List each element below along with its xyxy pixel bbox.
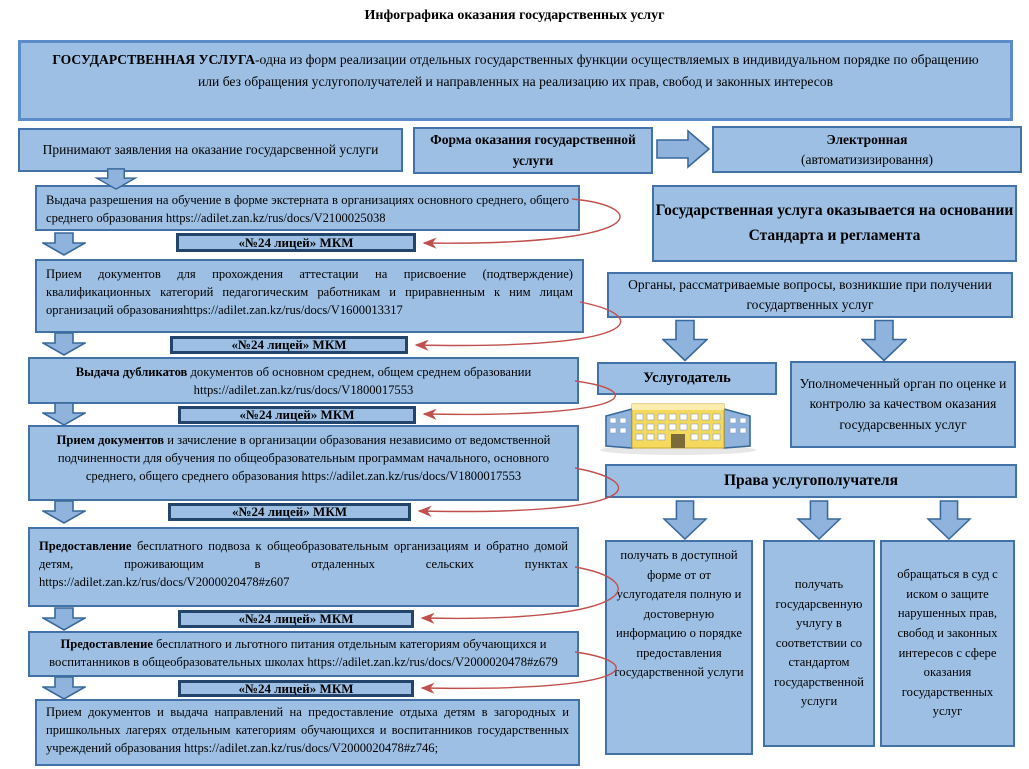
- mkm-label-1: «№24 лицей» МКМ: [176, 233, 416, 252]
- standard-basis-box: Государственная услуга оказывается на ос…: [652, 185, 1017, 262]
- right-info-text: получать в доступной форме от от услугод…: [614, 548, 744, 680]
- mkm-label-5: «№24 лицей» МКМ: [178, 610, 414, 628]
- mkm-label-6: «№24 лицей» МКМ: [178, 680, 414, 697]
- recipient-rights-box: Права услугополучателя: [605, 464, 1017, 498]
- mkm-text: «№24 лицей» МКМ: [231, 504, 348, 519]
- service-text: документов об основном среднем, общем ср…: [187, 365, 532, 397]
- electronic-form-title: Электронная: [826, 132, 908, 147]
- accept-applications-label: Принимают заявления на оказание государс…: [42, 141, 379, 157]
- school-building-image: [600, 403, 756, 455]
- down-arrow-icon: [42, 500, 86, 524]
- service-bold-lead: Прием документов: [56, 433, 165, 447]
- definition-term: ГОСУДАРСТВЕННАЯ УСЛУГА: [52, 52, 256, 67]
- standard-basis-label: Государственная услуга оказывается на ос…: [655, 201, 1014, 244]
- service-box-enrollment: Прием документов и зачисление в организа…: [28, 425, 579, 501]
- mkm-text: «№24 лицей» МКМ: [238, 234, 354, 250]
- down-arrow-icon: [926, 500, 972, 540]
- service-provider-label: Услугодатель: [643, 370, 731, 386]
- service-box-transport: Предоставление бесплатного подвоза к общ…: [28, 527, 579, 607]
- service-box-camps: Прием документов и выдача направлений на…: [35, 699, 580, 766]
- down-arrow-icon: [42, 676, 86, 700]
- page-title: Инфографика оказания государственных усл…: [364, 8, 665, 23]
- down-arrow-icon: [42, 402, 86, 426]
- definition-text: -одна из форм реализации отдельных госуд…: [197, 52, 979, 89]
- organs-label: Органы, рассматриваемые вопросы, возникш…: [628, 276, 992, 312]
- service-text: и зачисление в организации образования н…: [57, 433, 551, 483]
- right-standard-box: получать государсвенную учлугу в соответ…: [763, 540, 875, 747]
- service-form-box: Форма оказания государственной услуги: [413, 127, 653, 174]
- mkm-label-3: «№24 лицей» МКМ: [178, 406, 416, 424]
- service-bold-lead: Предоставление: [60, 637, 153, 651]
- service-text: Прием документов для прохождения аттеста…: [46, 267, 573, 317]
- down-arrow-icon: [93, 168, 139, 190]
- service-text: Выдача разрешения на обучение в форме эк…: [46, 193, 569, 225]
- mkm-text: «№24 лицей» МКМ: [238, 680, 354, 696]
- down-arrow-icon: [662, 319, 708, 362]
- service-text: Прием документов и выдача направлений на…: [46, 705, 569, 755]
- recipient-rights-label: Права услугополучателя: [723, 471, 898, 489]
- service-bold-lead: Предоставление: [39, 539, 132, 553]
- down-arrow-icon: [42, 332, 86, 356]
- mkm-text: «№24 лицей» МКМ: [231, 337, 347, 352]
- service-bold-lead: Выдача дубликатов: [75, 365, 188, 379]
- down-arrow-icon: [42, 232, 86, 256]
- definition-box: ГОСУДАРСТВЕННАЯ УСЛУГА-одна из форм реал…: [18, 40, 1013, 121]
- service-form-label: Форма оказания государственной услуги: [430, 132, 636, 168]
- authorized-body-box: Уполномеченный орган по оценке и контрол…: [790, 361, 1016, 448]
- service-box-externat: Выдача разрешения на обучение в форме эк…: [35, 185, 580, 231]
- organs-box: Органы, рассматриваемые вопросы, возникш…: [607, 272, 1013, 318]
- electronic-form-box: Электронная (автоматизизировання): [712, 126, 1022, 173]
- right-court-box: обращаться в суд с иском о защите наруше…: [880, 540, 1015, 747]
- right-standard-text: получать государсвенную учлугу в соответ…: [774, 577, 864, 709]
- mkm-text: «№24 лицей» МКМ: [238, 611, 354, 626]
- electronic-form-subtitle: (автоматизизировання): [801, 152, 933, 168]
- service-provider-box: Услугодатель: [597, 362, 777, 395]
- service-box-attestation: Прием документов для прохождения аттеста…: [35, 259, 584, 333]
- down-arrow-icon: [42, 607, 86, 631]
- mkm-label-2: «№24 лицей» МКМ: [170, 336, 408, 354]
- right-arrow-icon: [656, 129, 710, 169]
- mkm-label-4: «№24 лицей» МКМ: [168, 503, 411, 521]
- down-arrow-icon: [662, 500, 708, 540]
- down-arrow-icon: [861, 319, 907, 362]
- service-text: бесплатного подвоза к общеобразовательны…: [39, 539, 568, 589]
- service-box-duplicates: Выдача дубликатов документов об основном…: [28, 357, 579, 404]
- authorized-body-label: Уполномеченный орган по оценке и контрол…: [799, 376, 1007, 432]
- mkm-text: «№24 лицей» МКМ: [239, 407, 355, 422]
- right-info-box: получать в доступной форме от от услугод…: [605, 540, 753, 755]
- down-arrow-icon: [796, 500, 842, 540]
- service-box-meals: Предоставление бесплатного и льготного п…: [28, 631, 579, 677]
- right-court-text: обращаться в суд с иском о защите наруше…: [897, 567, 998, 719]
- accept-applications-box: Принимают заявления на оказание государс…: [18, 128, 403, 172]
